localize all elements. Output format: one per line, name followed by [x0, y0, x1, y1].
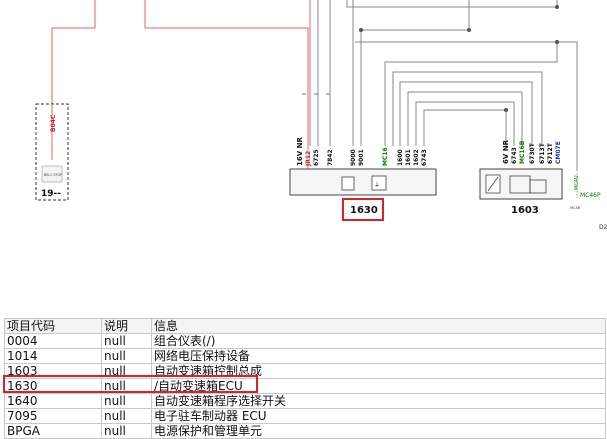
table-cell: null: [101, 393, 152, 409]
table-cell: 网络电压保持设备: [151, 348, 606, 364]
table-cell: 电源保护和管理单元: [151, 423, 606, 439]
label-mc46p: MC46P: [580, 192, 601, 199]
table-cell: null: [101, 363, 152, 379]
red-wires: [51, 0, 311, 146]
pin-label: 6730T: [529, 142, 536, 164]
pin-label: MC16B: [519, 140, 526, 164]
table-cell: 电子驻车制动器 ECU: [151, 408, 606, 424]
table-cell: 自动变速箱控制总成: [151, 363, 606, 379]
module-19-label: 19--: [41, 189, 61, 199]
pin-label: 6725: [313, 149, 320, 166]
table-cell: null: [101, 423, 152, 439]
pin-label: 16V NR: [296, 137, 304, 166]
table-cell: 1014: [4, 348, 102, 364]
pin-label: 7842: [327, 149, 334, 166]
label-mc46: MC46: [570, 206, 580, 210]
table-header-cell: 说明: [101, 318, 152, 334]
wire-label-b04c: B04C: [50, 114, 57, 132]
table-cell: 1640: [4, 393, 102, 409]
table-cell: 1603: [4, 363, 102, 379]
table-cell: BPGA: [4, 423, 102, 439]
table-cell: 0004: [4, 333, 102, 349]
table-cell: null: [101, 333, 152, 349]
pin-label: 1601: [405, 149, 412, 166]
table-header-row: 项目代码说明信息: [4, 318, 606, 334]
table-cell: 组合仪表(/): [151, 333, 606, 349]
table-cell: 1630: [4, 378, 102, 394]
label-d: D2: [599, 224, 607, 231]
pin-label: MC16: [382, 147, 389, 166]
pin-label: 6743: [421, 149, 428, 166]
pin-label: 1600: [397, 149, 404, 166]
module-19: B04C BSI-C STOP 19--: [35, 103, 69, 201]
module-1630-highlight: [342, 198, 384, 221]
table-cell: 自动变速箱程序选择开关: [151, 393, 606, 409]
module-1603-label: 1603: [511, 205, 539, 216]
pin-label: 9001: [358, 149, 365, 166]
side-labels: MC4U MC46P MC46 D2: [570, 170, 607, 231]
pin-label: 1602: [413, 149, 420, 166]
module-1630-chip-icon: [341, 176, 355, 191]
pin-label: JR12: [305, 151, 312, 167]
table-cell: null: [101, 348, 152, 364]
module-1603: 1603: [479, 168, 563, 216]
junction-dots: [359, 5, 559, 112]
table-cell: null: [101, 378, 152, 394]
pin-label: 9000: [350, 149, 357, 166]
table-cell: null: [101, 408, 152, 424]
table-header-cell: 项目代码: [4, 318, 102, 334]
module-1630-label: 1630: [350, 205, 378, 216]
table-cell: 7095: [4, 408, 102, 424]
pin-label: 6743: [511, 147, 518, 164]
svg-text:⏚: ⏚: [374, 182, 380, 189]
pin-label: 6713T: [539, 142, 546, 164]
table-cell: /自动变速箱ECU: [151, 378, 606, 394]
pin-label: CM07E: [555, 141, 562, 164]
pin-label: 6V NR: [502, 139, 510, 164]
module-1630-relay-icon: [371, 175, 387, 191]
module-19-text: BSI-C STOP: [44, 173, 62, 177]
pin-label: 6712T: [547, 142, 554, 164]
table-header-cell: 信息: [151, 318, 606, 334]
module-1630: ⏚ 1630: [289, 146, 437, 221]
